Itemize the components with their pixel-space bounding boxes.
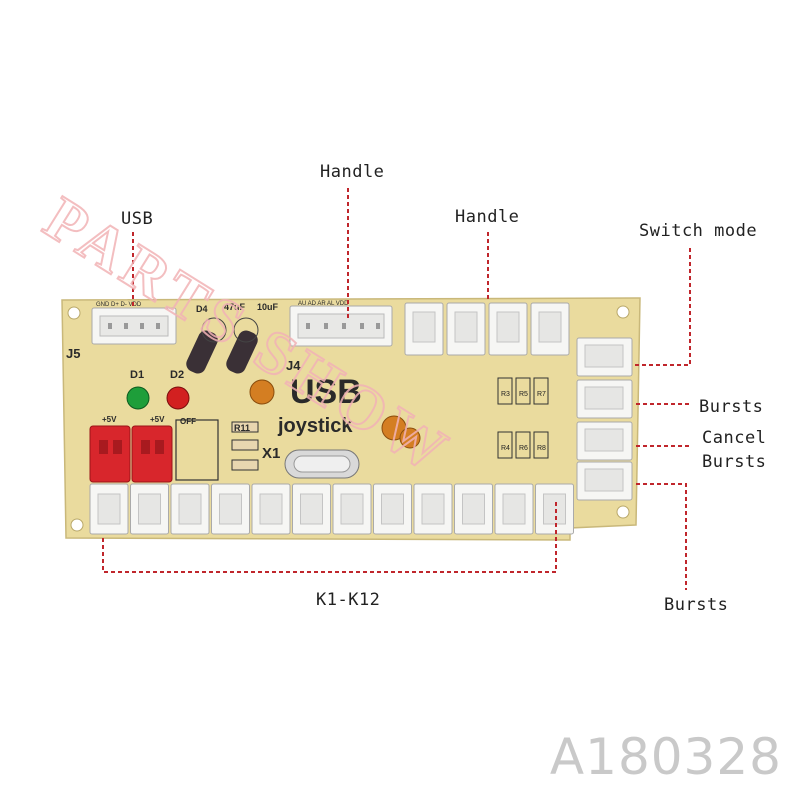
ceramic-capacitor bbox=[249, 379, 275, 405]
pcb-off: OFF bbox=[180, 417, 196, 426]
pcb-ref-r11: R11 bbox=[234, 423, 250, 433]
k1-k12-connectors bbox=[89, 483, 574, 535]
k-connector-socket bbox=[259, 493, 283, 525]
k-connector-socket bbox=[462, 493, 485, 525]
pcb-title: USB bbox=[290, 373, 362, 411]
pcb-cap-47uf: 47uF bbox=[224, 302, 246, 312]
callout-bursts-top: Bursts bbox=[699, 397, 764, 417]
callout-bursts-bottom: Bursts bbox=[664, 595, 729, 615]
image-code: A180328 bbox=[549, 728, 782, 786]
resistor-label: R5 bbox=[519, 391, 528, 398]
k-connector-socket bbox=[300, 493, 323, 525]
pcb-ref-j4: J4 bbox=[286, 358, 301, 373]
mode-connectors bbox=[576, 337, 633, 501]
pcb-cap-10uf: 10uF bbox=[257, 302, 279, 312]
mount-hole bbox=[70, 518, 84, 532]
k-connector-socket bbox=[178, 493, 202, 525]
k-connector-socket bbox=[381, 493, 404, 525]
power-switch bbox=[89, 425, 173, 483]
pcb-handle-pins: AU AD AR AL VDD bbox=[298, 301, 349, 307]
mount-hole bbox=[616, 505, 630, 519]
ceramic-capacitor bbox=[381, 415, 407, 441]
handle-connectors-right bbox=[404, 302, 570, 356]
electrolytic-capacitors bbox=[186, 317, 259, 374]
callout-k1-k12: K1-K12 bbox=[316, 590, 381, 610]
callout-switch-mode: Switch mode bbox=[639, 221, 758, 241]
resistor-outline bbox=[497, 431, 513, 459]
mount-hole bbox=[616, 305, 630, 319]
resistor-outline bbox=[533, 377, 549, 405]
callout-lines bbox=[102, 188, 692, 590]
resistor-outline bbox=[533, 431, 549, 459]
k-connector-socket bbox=[502, 493, 526, 525]
k-connector-socket bbox=[97, 493, 121, 525]
resistors-left bbox=[231, 421, 259, 471]
k-connector-socket bbox=[219, 493, 242, 525]
resistor-outline bbox=[497, 377, 513, 405]
pcb-subtitle: joystick bbox=[277, 415, 353, 437]
resistor-outline bbox=[515, 431, 531, 459]
led-red bbox=[166, 386, 190, 410]
callout-usb: USB bbox=[121, 209, 154, 229]
resistor-label: R4 bbox=[501, 445, 510, 452]
resistor-label: R7 bbox=[537, 391, 546, 398]
resistor-label: R6 bbox=[519, 445, 528, 452]
k-connector-socket bbox=[421, 493, 445, 525]
pcb-ref-j5: J5 bbox=[66, 346, 80, 361]
callout-cancel: Cancel bbox=[702, 428, 767, 448]
pcb-ref-d4: D4 bbox=[196, 304, 208, 314]
resistor-label: R3 bbox=[501, 391, 510, 398]
pcb-ref-x1: X1 bbox=[262, 445, 280, 462]
pcb-plus5v-b: +5V bbox=[150, 415, 165, 424]
callout-handle-left: Handle bbox=[320, 162, 385, 182]
ceramic-capacitor bbox=[399, 427, 421, 449]
k-connector-socket bbox=[340, 493, 364, 525]
k-connector-socket bbox=[543, 493, 566, 525]
callout-cancel-bursts: Bursts bbox=[702, 452, 767, 472]
pcb-ref-d1: D1 bbox=[130, 369, 144, 381]
resistor-outline bbox=[515, 377, 531, 405]
led-green bbox=[126, 386, 150, 410]
resistor-label: R8 bbox=[537, 445, 546, 452]
pcb-usb-pins: GND D+ D- VDD bbox=[96, 302, 142, 308]
k-connector-socket bbox=[138, 493, 161, 525]
callout-handle-right: Handle bbox=[455, 207, 520, 227]
pcb-ref-d2: D2 bbox=[170, 369, 184, 381]
pcb-plus5v-a: +5V bbox=[102, 415, 117, 424]
mount-hole bbox=[67, 306, 81, 320]
